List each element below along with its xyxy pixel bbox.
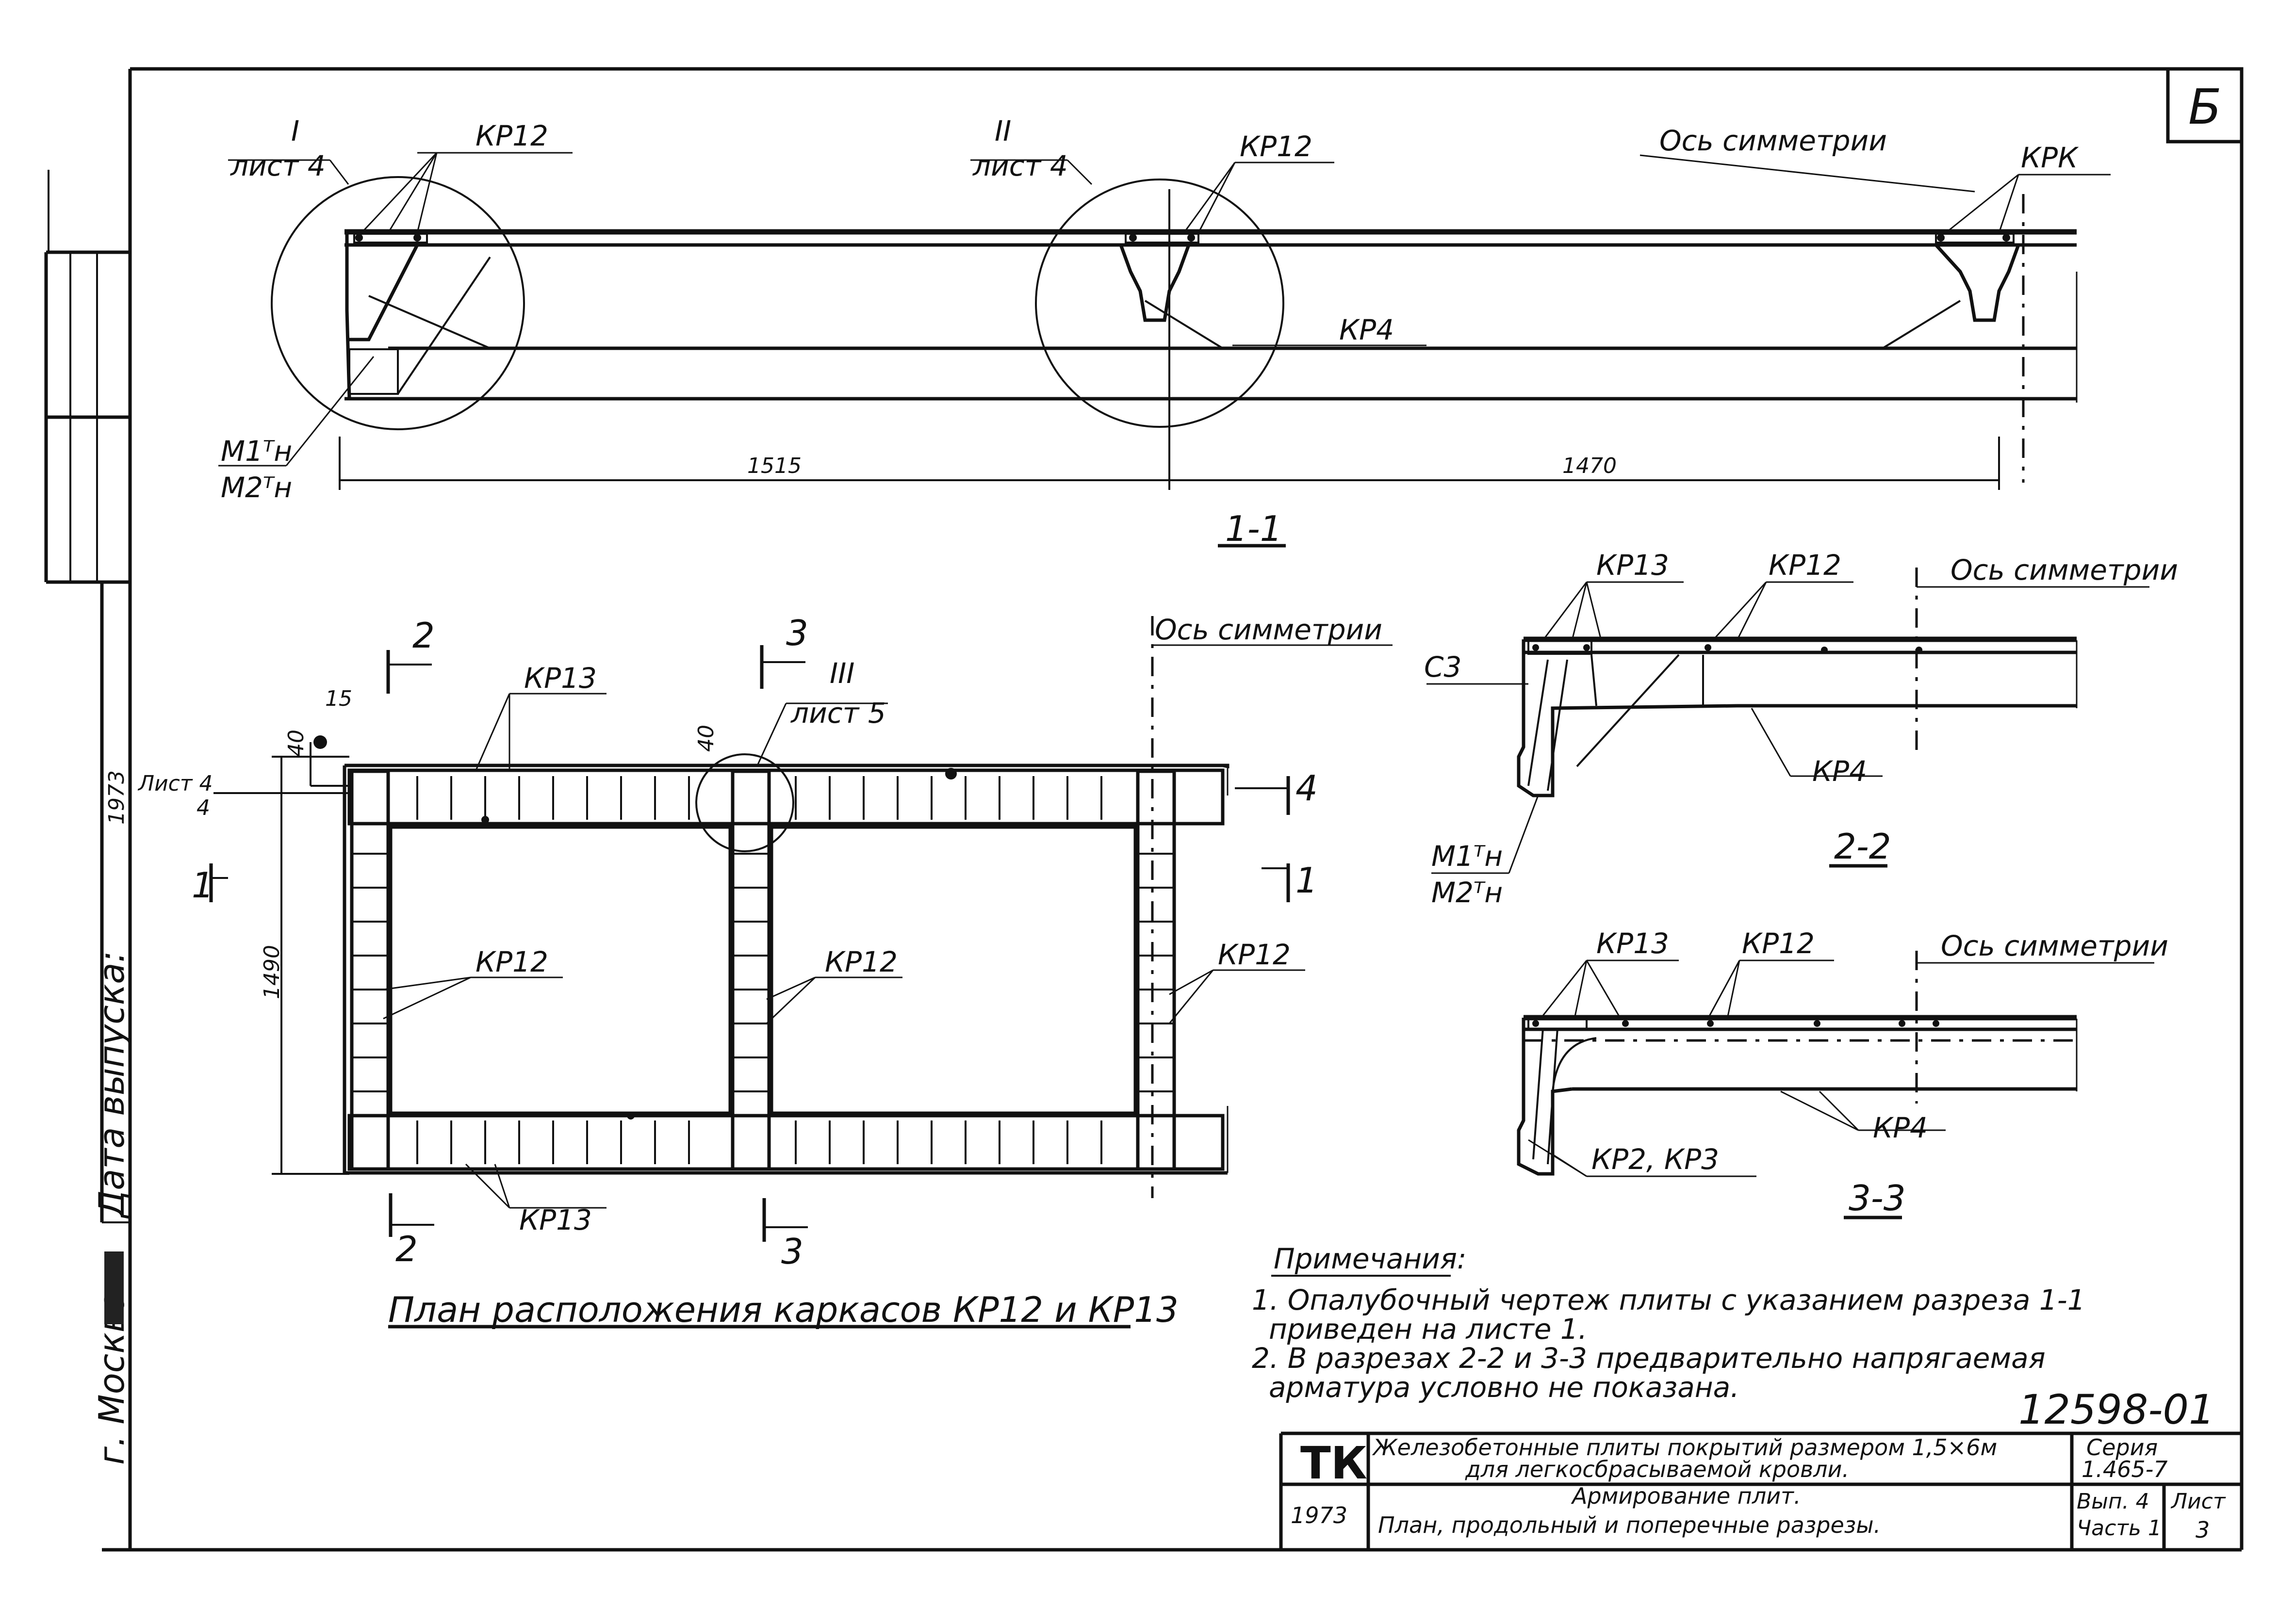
tb-year: 1973	[1291, 1502, 1347, 1528]
plan-dim-15: 15	[325, 686, 352, 711]
plan-list-label: Лист 4	[137, 771, 213, 796]
s11-kp4: КР4	[1339, 313, 1394, 346]
plan-kp13-top: КР13	[524, 662, 597, 695]
tb-issue-label: Вып. 4	[2077, 1489, 2149, 1514]
section-1-1	[218, 152, 2111, 548]
s33-title: 3-3	[1849, 1178, 1906, 1218]
tb-title-line1: Железобетонные плиты покрытий размером 1…	[1372, 1434, 1997, 1461]
s22-kp4: КР4	[1812, 755, 1867, 788]
plan-title: План расположения каркасов КР12 и КР13	[388, 1289, 1179, 1330]
s11-kp12-mid: КР12	[1240, 130, 1312, 163]
s11-callout2-roman: II	[995, 114, 1011, 147]
notes-line4: арматура условно не показана.	[1269, 1371, 1739, 1404]
plan-cut-1-right: 1	[1295, 860, 1318, 901]
plan-dim-1490: 1490	[260, 945, 284, 999]
tb-sheet-label: Лист	[2170, 1489, 2226, 1514]
title-block	[1279, 1431, 2242, 1550]
tb-subtitle-line2: План, продольный и поперечные разрезы.	[1378, 1512, 1881, 1538]
s22-axis-label: Ось симметрии	[1951, 553, 2178, 586]
plan-kp12-right: КР12	[1218, 938, 1291, 971]
plan-cut-3-top: 3	[786, 613, 808, 653]
s33-kp2-kp3: КР2, КР3	[1591, 1143, 1719, 1176]
tb-part-label: Часть 1	[2077, 1516, 2162, 1541]
tb-org: ТК	[1300, 1437, 1367, 1489]
s11-dim-left: 1515	[747, 454, 802, 478]
s22-title: 2-2	[1834, 826, 1891, 867]
plan-kp13-bottom: КР13	[519, 1203, 592, 1236]
notes-heading: Примечания:	[1274, 1242, 1466, 1275]
plan-dim-40-left: 40	[284, 730, 309, 757]
s11-m2: М2ᵀн	[221, 471, 292, 504]
tb-title-line2: для легкосбрасываемой кровли.	[1465, 1456, 1849, 1482]
s33-kp12: КР12	[1742, 927, 1815, 960]
tb-series-value: 1.465-7	[2082, 1456, 2168, 1482]
left-margin-strip	[44, 170, 130, 1223]
tb-sheet-value: 3	[2196, 1517, 2210, 1543]
s11-kp12-left: КР12	[475, 119, 548, 152]
notes-line2: приведен на листе 1.	[1269, 1313, 1587, 1346]
tb-series-label: Серия	[2086, 1434, 2158, 1461]
plan-axis-label: Ось симметрии	[1155, 613, 1382, 646]
plan-view	[209, 616, 1393, 1329]
s11-title: 1-1	[1225, 508, 1282, 549]
s11-dim-right: 1470	[1562, 454, 1617, 478]
margin-stamp	[104, 1251, 124, 1324]
plan-cut-4-right: 4	[1295, 768, 1318, 809]
s11-callout1-sheet: лист 4	[230, 149, 326, 182]
s11-kp-right: КРК	[2021, 141, 2079, 174]
s22-kp12: КР12	[1769, 549, 1841, 582]
release-year: 1973	[104, 770, 129, 825]
plan-cut-1-left: 1	[192, 865, 214, 906]
s11-axis-label: Ось симметрии	[1659, 124, 1887, 157]
plan-callout3-roman: III	[830, 657, 854, 690]
sheet-letter: Б	[2188, 79, 2222, 135]
plan-kp12-mid: КР12	[825, 945, 898, 978]
plan-cut-2-top: 2	[412, 615, 435, 656]
sheet-frame	[102, 67, 2244, 1552]
s11-callout2-sheet: лист 4	[972, 149, 1068, 182]
section-2-2	[1426, 568, 2149, 874]
s11-callout1-roman: I	[291, 114, 299, 147]
drawing-number: 12598-01	[2018, 1386, 2214, 1433]
s11-m1: М1ᵀн	[221, 435, 292, 468]
s22-m1: М1ᵀн	[1431, 840, 1503, 873]
s33-axis-label: Ось симметрии	[1941, 929, 2168, 962]
plan-callout3-sheet: лист 5	[790, 697, 886, 730]
plan-list-num: 4	[197, 796, 210, 820]
plan-cut-3-bottom: 3	[781, 1231, 803, 1272]
tb-subtitle-line1: Армирование плит.	[1571, 1483, 1801, 1509]
section-3-3	[1517, 951, 2154, 1219]
release-date-label: Дата выпуска:	[91, 951, 132, 1219]
plan-dim-40-mid: 40	[694, 725, 719, 752]
s22-c3: С3	[1424, 650, 1461, 683]
plan-cut-2-bottom: 2	[395, 1229, 418, 1269]
s22-m2: М2ᵀн	[1431, 876, 1503, 909]
notes-line3: 2. В разрезах 2-2 и 3-3 предварительно н…	[1252, 1342, 2046, 1375]
s33-kp13: КР13	[1596, 927, 1669, 960]
plan-kp12-left: КР12	[475, 945, 548, 978]
s22-kp13: КР13	[1596, 549, 1669, 582]
notes-line1: 1. Опалубочный чертеж плиты с указанием …	[1252, 1283, 2085, 1316]
s33-kp4: КР4	[1873, 1111, 1928, 1144]
